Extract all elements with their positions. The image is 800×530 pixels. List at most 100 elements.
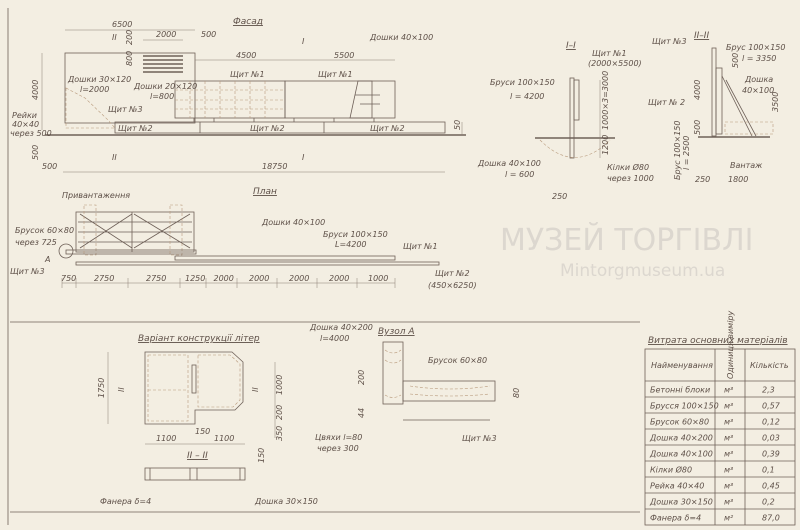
label-shield-2b: Щит №2 [250,124,285,133]
s2-label-beam: Брус 100×150 [726,43,785,52]
label-l2000: l=2000 [80,85,109,94]
dim-6500: 6500 [112,20,132,29]
s1-label-stakes-step: через 1000 [607,174,654,183]
section-mark-1-bottom: I [302,153,305,162]
label-board-30x150: Дошка 30×150 [254,497,318,506]
facade-dimension-lines [41,29,463,173]
section-2-view: II–II Щит №3 Брус 100×150 l = 3350 500 Д… [648,31,785,184]
node-a-view: Вузол А Дошка 40×200 l=4000 Брусок 60×80… [309,323,521,453]
section-2-title: II–II [694,31,709,41]
s1-label-board: Дошка 40×100 [477,159,541,168]
table-cell-name: Кілки Ø80 [650,465,692,475]
s1-dim-1200: 1200 [601,135,610,155]
plan-dim-label: 1000 [368,274,388,283]
plan-label-shield2: Щит №2 [435,269,470,278]
label-rails-step: через 500 [10,129,52,138]
plan-dim-label: 750 [61,274,76,283]
table-cell-name: Дошка 40×200 [649,434,713,443]
section-1-title: I–I [566,41,576,51]
plan-title: План [253,187,277,197]
plan-label-bar-step: через 725 [15,238,57,247]
table-cell-qty: 87,0 [762,514,780,523]
table-header-name: Найменування [651,361,713,370]
label-shield-2a: Щит №2 [118,124,153,133]
plan-label-beams: Бруси 100×150 [323,230,388,239]
label-shield-2c: Щит №2 [370,124,405,133]
table-cell-unit: м³ [724,482,733,491]
s1-label-shield1: Щит №1 [592,49,627,58]
label-l800: l=800 [150,92,174,101]
section-1-view: I–I Щит №1 (2000×5500) Бруси 100×150 l =… [477,41,654,201]
s2-dim-1800: 1800 [728,175,748,184]
plan-label-bar: Брусок 60×80 [15,226,74,235]
dim-2000: 2000 [156,30,176,39]
s2-label-board: Дошка [744,75,773,84]
section-1-post [569,77,575,159]
table-cell-name: Брусся 100×150 [650,402,719,411]
section-1-earth [539,139,611,158]
label-shield-1a: Щит №1 [230,70,265,79]
table-cell-qty: 0,2 [762,498,775,507]
museum-watermark: МУЗЕЙ ТОРГІВЛІ Mintorgmuseum.ua [500,222,754,281]
dim-5500: 5500 [334,51,354,60]
label-shield-1b: Щит №1 [318,70,353,79]
s2-label-shield2: Щит № 2 [648,98,685,107]
table-cell-name: Дошка 30×150 [649,498,713,507]
table-cell-unit: м³ [724,402,733,411]
section-mark-2-bottom: II [112,153,117,162]
letters-dim-1000: 1000 [275,375,284,395]
node-a-dim-200: 200 [357,370,366,385]
table-cell-unit: м³ [724,466,733,475]
dim-50: 50 [453,120,462,130]
node-a-board [382,341,404,405]
plan-label-shield3: Щит №3 [10,267,45,276]
letter-inner [147,354,241,422]
watermark-line2: Mintorgmuseum.ua [560,261,725,281]
label-rails-size: 40×40 [12,120,39,129]
table-cell-qty: 0,39 [762,450,780,459]
node-a-label-nails-step: через 300 [317,444,359,453]
dim-500-left: 500 [42,162,57,171]
node-a-marker [58,243,74,259]
plan-view: План Привантаження Брусок 60×80 через 72… [10,187,477,290]
materials-title: Витрата основних матеріалів [648,336,788,346]
section-2-brace [721,75,757,137]
label-rails: Рейки [12,111,37,120]
table-frame [644,348,796,526]
dim-500: 500 [201,30,216,39]
rails-triangle [65,87,116,129]
plan-label-loading: Привантаження [62,191,130,200]
table-header-qty: Кількість [750,361,789,370]
s2-label-beam2: Брус 100×150 [673,121,682,180]
s2-label-load: Вантаж [730,161,763,170]
vent-slats [143,55,183,73]
s1-label-beams: Бруси 100×150 [490,78,555,87]
section-mark-1-top: I [302,37,305,46]
node-a-dim-44: 44 [357,408,366,418]
s1-dim-250: 250 [552,192,567,201]
s1-label-shield1-size: (2000×5500) [588,59,642,68]
dim-18750: 18750 [262,162,287,171]
table-cell-unit: м³ [724,418,733,427]
plan-dim-label: 1250 [185,274,205,283]
letters-section-body [144,467,246,481]
s2-dim-500b: 500 [693,120,702,135]
node-a-label-nails: Цвяхи l=80 [315,433,362,442]
table-cell-qty: 2,3 [762,386,775,395]
table-cell-name: Бетонні блоки [650,386,710,395]
letters-dim-1100b: 1100 [214,434,234,443]
facade-title: Фасад [233,17,263,27]
s2-dim-250: 250 [695,175,710,184]
section-1-shield [573,79,580,121]
letters-section-title: II – II [187,451,208,461]
s1-label-stakes: Кілки Ø80 [607,162,649,172]
dim-500-vertical: 500 [31,145,40,160]
table-cell-name: Дошка 40×100 [649,450,713,459]
plan-dim-label: 2000 [329,274,349,283]
shield-1-right [284,80,396,119]
s2-label-shield3: Щит №3 [652,37,687,46]
s2-dim-500: 500 [731,53,740,68]
table-cell-qty: 0,45 [762,482,780,491]
